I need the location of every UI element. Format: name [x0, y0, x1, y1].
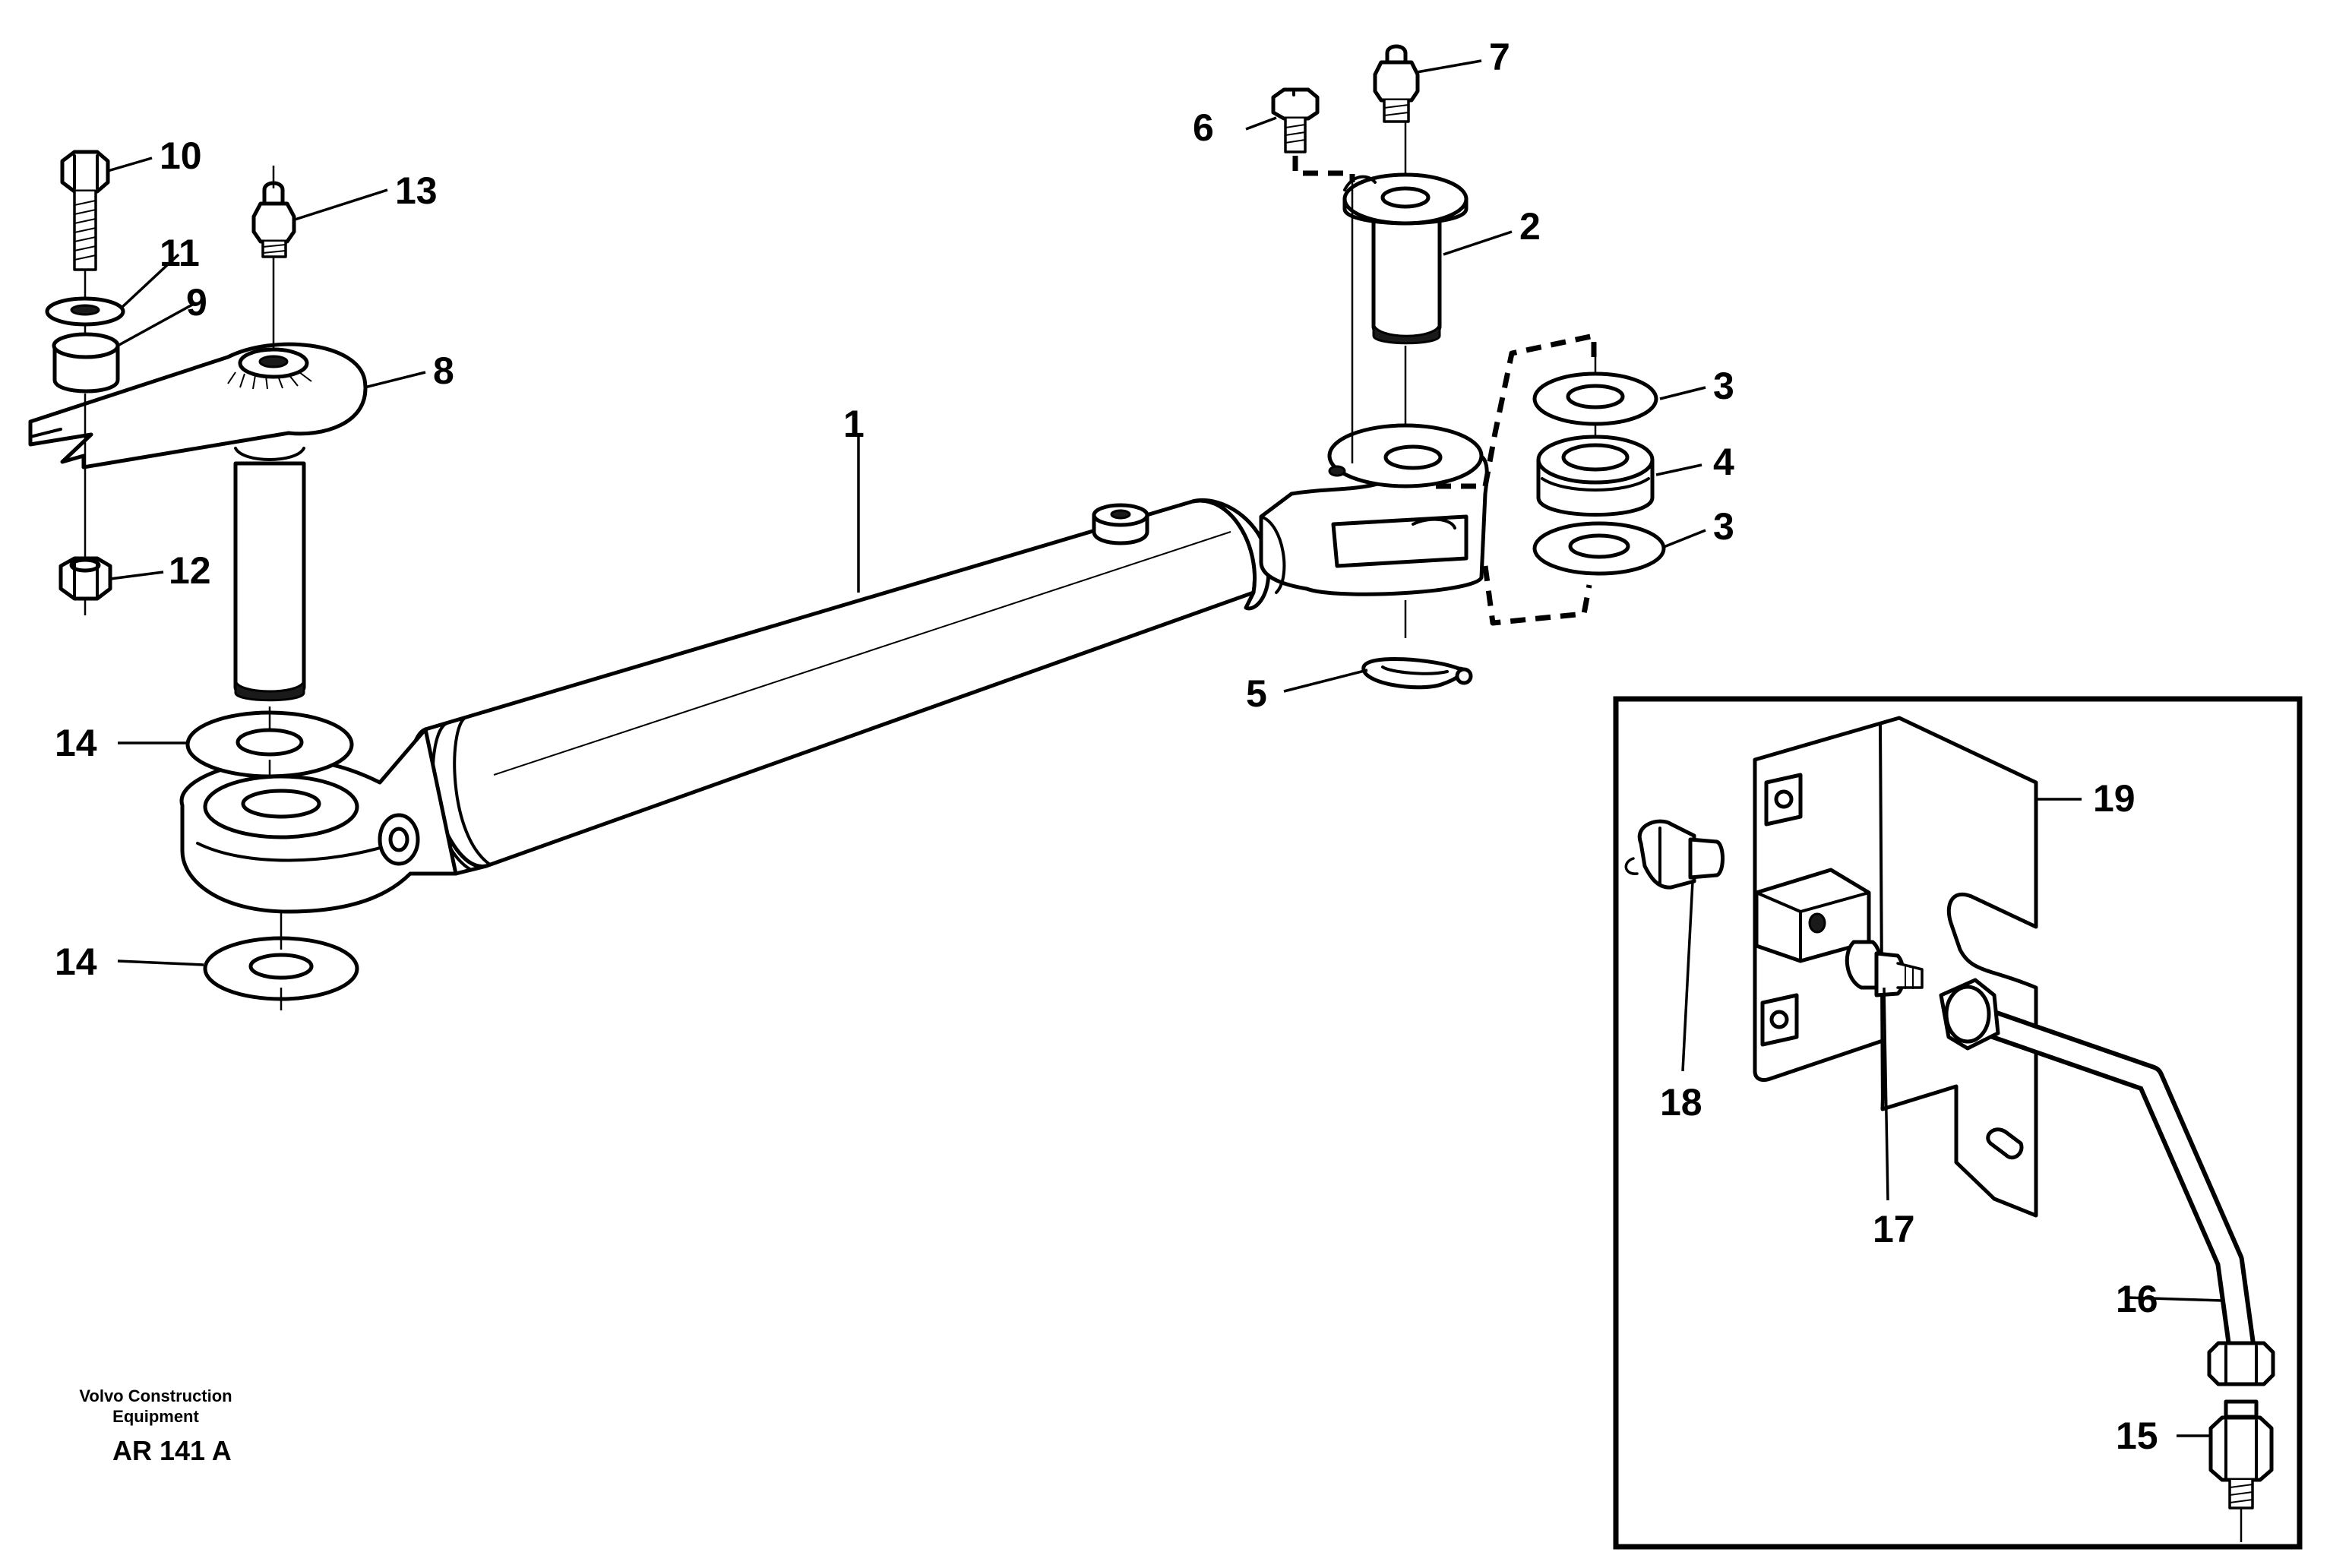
dash-guide-screw-6 [1292, 156, 1355, 182]
callout-11: 11 [160, 232, 200, 274]
grease-nipple-13 [251, 181, 296, 258]
fitting-18 [1624, 819, 1725, 890]
callout-2: 2 [1519, 205, 1541, 248]
callout-1: 1 [843, 403, 865, 445]
drawing-code: AR 141 A [112, 1435, 232, 1466]
washer-3-bottom [1532, 521, 1666, 576]
fitting-15 [2208, 1399, 2274, 1542]
washer-14-top [185, 710, 354, 779]
grease-nipple-7 [1373, 44, 1420, 123]
callout-12: 12 [169, 549, 211, 592]
pin-with-lever [28, 342, 368, 702]
callout-8: 8 [433, 349, 454, 392]
callout-4: 4 [1713, 441, 1734, 483]
callout-13: 13 [395, 169, 438, 212]
callout-14-bottom: 14 [55, 940, 97, 983]
inset-frame [1613, 696, 2303, 1550]
company-name-line2: Equipment [112, 1407, 199, 1426]
callout-7: 7 [1489, 36, 1510, 78]
callout-3-top: 3 [1713, 365, 1734, 407]
circlip-5 [1361, 656, 1473, 690]
steering-cylinder [406, 423, 1489, 876]
callout-9: 9 [186, 281, 207, 324]
footer: Volvo Construction Equipment AR 141 A [79, 1386, 232, 1466]
callout-17: 17 [1873, 1208, 1915, 1250]
nut-12 [58, 556, 112, 601]
callouts: 1 2 3 3 4 5 6 7 8 9 10 11 12 13 14 14 15… [55, 36, 2158, 1457]
callout-16: 16 [2116, 1278, 2158, 1320]
pin-2 [1342, 172, 1469, 345]
bolt-10 [60, 150, 110, 271]
washer-11 [45, 296, 125, 327]
company-name-line1: Volvo Construction [79, 1386, 232, 1405]
dash-bracket-bushing [1482, 333, 1597, 626]
callout-15: 15 [2116, 1415, 2158, 1457]
callout-14-top: 14 [55, 722, 97, 764]
spacer-9 [52, 332, 120, 394]
callout-18: 18 [1660, 1081, 1702, 1124]
leader-lines [107, 59, 2223, 1437]
callout-5: 5 [1246, 672, 1267, 715]
washer-3-top [1532, 371, 1658, 426]
callout-3-bottom: 3 [1713, 505, 1734, 548]
callout-6: 6 [1193, 106, 1214, 149]
detail-inset [1613, 696, 2303, 1550]
bearing-4 [1536, 435, 1655, 517]
callout-19: 19 [2093, 777, 2136, 820]
axis-line-left-pin [268, 166, 283, 1010]
fitting-17 [1845, 940, 1924, 997]
pipe-16 [1939, 978, 2275, 1386]
callout-10: 10 [160, 134, 202, 177]
screw-6 [1271, 87, 1320, 153]
